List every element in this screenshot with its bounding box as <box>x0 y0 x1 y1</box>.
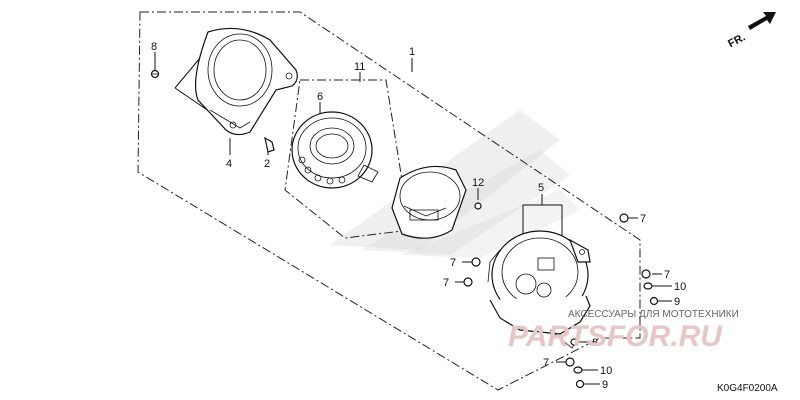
callout-10-upper: 10 <box>674 281 686 293</box>
leader-lines <box>154 39 672 385</box>
svg-text:АКСЕССУАРЫ ДЛЯ МОТОТЕХНИКИ: АКСЕССУАРЫ ДЛЯ МОТОТЕХНИКИ <box>568 309 739 320</box>
diagram-code: K0G4F0200A <box>717 383 778 394</box>
callout-7-mid-right: 7 <box>664 269 670 281</box>
callout-9-lower: 9 <box>602 379 608 391</box>
part-12-meter-unit[interactable] <box>391 165 482 239</box>
svg-text:FR.: FR. <box>726 31 747 50</box>
svg-text:PARTSFOR.RU: PARTSFOR.RU <box>508 320 723 353</box>
watermark: АКСЕССУАРЫ ДЛЯ МОТОТЕХНИКИ PARTSFOR.RU <box>508 309 739 353</box>
assembly-1-boundary <box>137 11 641 391</box>
callout-8-top: 8 <box>151 41 157 53</box>
part-10-washers[interactable] <box>573 282 653 374</box>
callout-7-bottom: 7 <box>543 357 549 369</box>
callout-7-right: 7 <box>640 213 646 225</box>
part-4-case[interactable] <box>194 27 298 136</box>
callout-5: 5 <box>538 182 544 194</box>
callout-7-left-upper: 7 <box>450 257 456 269</box>
callout-12: 12 <box>472 177 484 189</box>
part-8-bracket[interactable] <box>549 329 578 349</box>
callout-7-left-lower: 7 <box>443 277 449 289</box>
callout-10-lower: 10 <box>600 365 612 377</box>
part-5-meter-case[interactable] <box>487 230 591 335</box>
callout-11: 11 <box>354 61 365 73</box>
part-7-grommets[interactable] <box>463 213 651 367</box>
callout-4: 4 <box>226 158 232 170</box>
part-6-meter-lens[interactable] <box>291 111 379 189</box>
callout-8-bottom: 8 <box>592 337 598 349</box>
part-2-screw[interactable] <box>264 136 275 153</box>
callout-9-upper: 9 <box>674 296 680 308</box>
callout-6: 6 <box>317 91 323 103</box>
callout-labels: 1 11 8 6 4 2 12 5 7 7 7 7 10 9 8 7 10 9 <box>151 41 686 391</box>
front-direction-indicator: FR. <box>726 12 776 50</box>
front-arrow-icon <box>748 12 776 30</box>
part-9-screws[interactable] <box>575 296 659 389</box>
callout-2: 2 <box>264 158 270 170</box>
part-8-screw[interactable] <box>150 69 160 79</box>
callout-1: 1 <box>409 46 415 58</box>
assembly-11-boundary <box>284 79 411 239</box>
